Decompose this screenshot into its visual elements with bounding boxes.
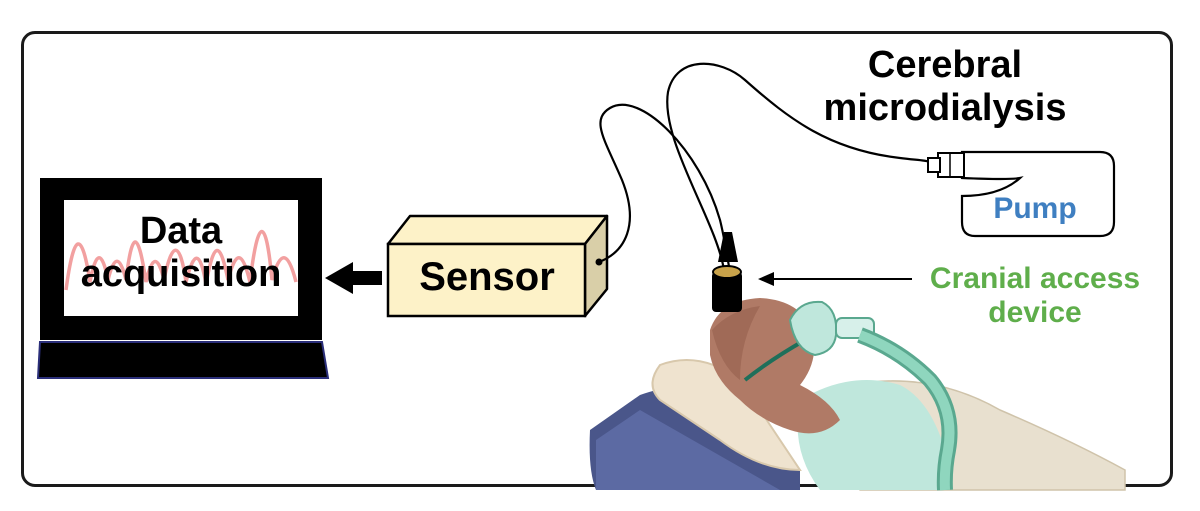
cerebral-line1: Cerebral [867,44,1023,86]
cerebral-line2: microdialysis [823,86,1067,129]
cranial-access-device-label: Cranial access device [910,262,1160,329]
cerebral-microdialysis-label: Cerebral microdialysis [800,44,1090,129]
sensor-tubing [598,103,732,273]
pump-tubing [666,62,931,271]
data-acquisition-label: Data acquisition [60,210,302,295]
patient-illustration [589,265,1126,491]
data-acquisition-line1: Data [139,210,223,252]
cranial-pointer-arrow [758,272,912,286]
sensor-label: Sensor [419,255,555,299]
pump-device [927,150,1116,238]
signal-wave [64,229,298,291]
data-acquisition-line2: acquisition [80,252,282,295]
cranial-line2: device [988,295,1082,329]
cranial-line1: Cranial access [929,262,1141,295]
sensor-box [386,214,609,318]
laptop-icon [36,178,330,379]
data-arrow [325,262,382,294]
pump-label: Pump [993,192,1077,225]
